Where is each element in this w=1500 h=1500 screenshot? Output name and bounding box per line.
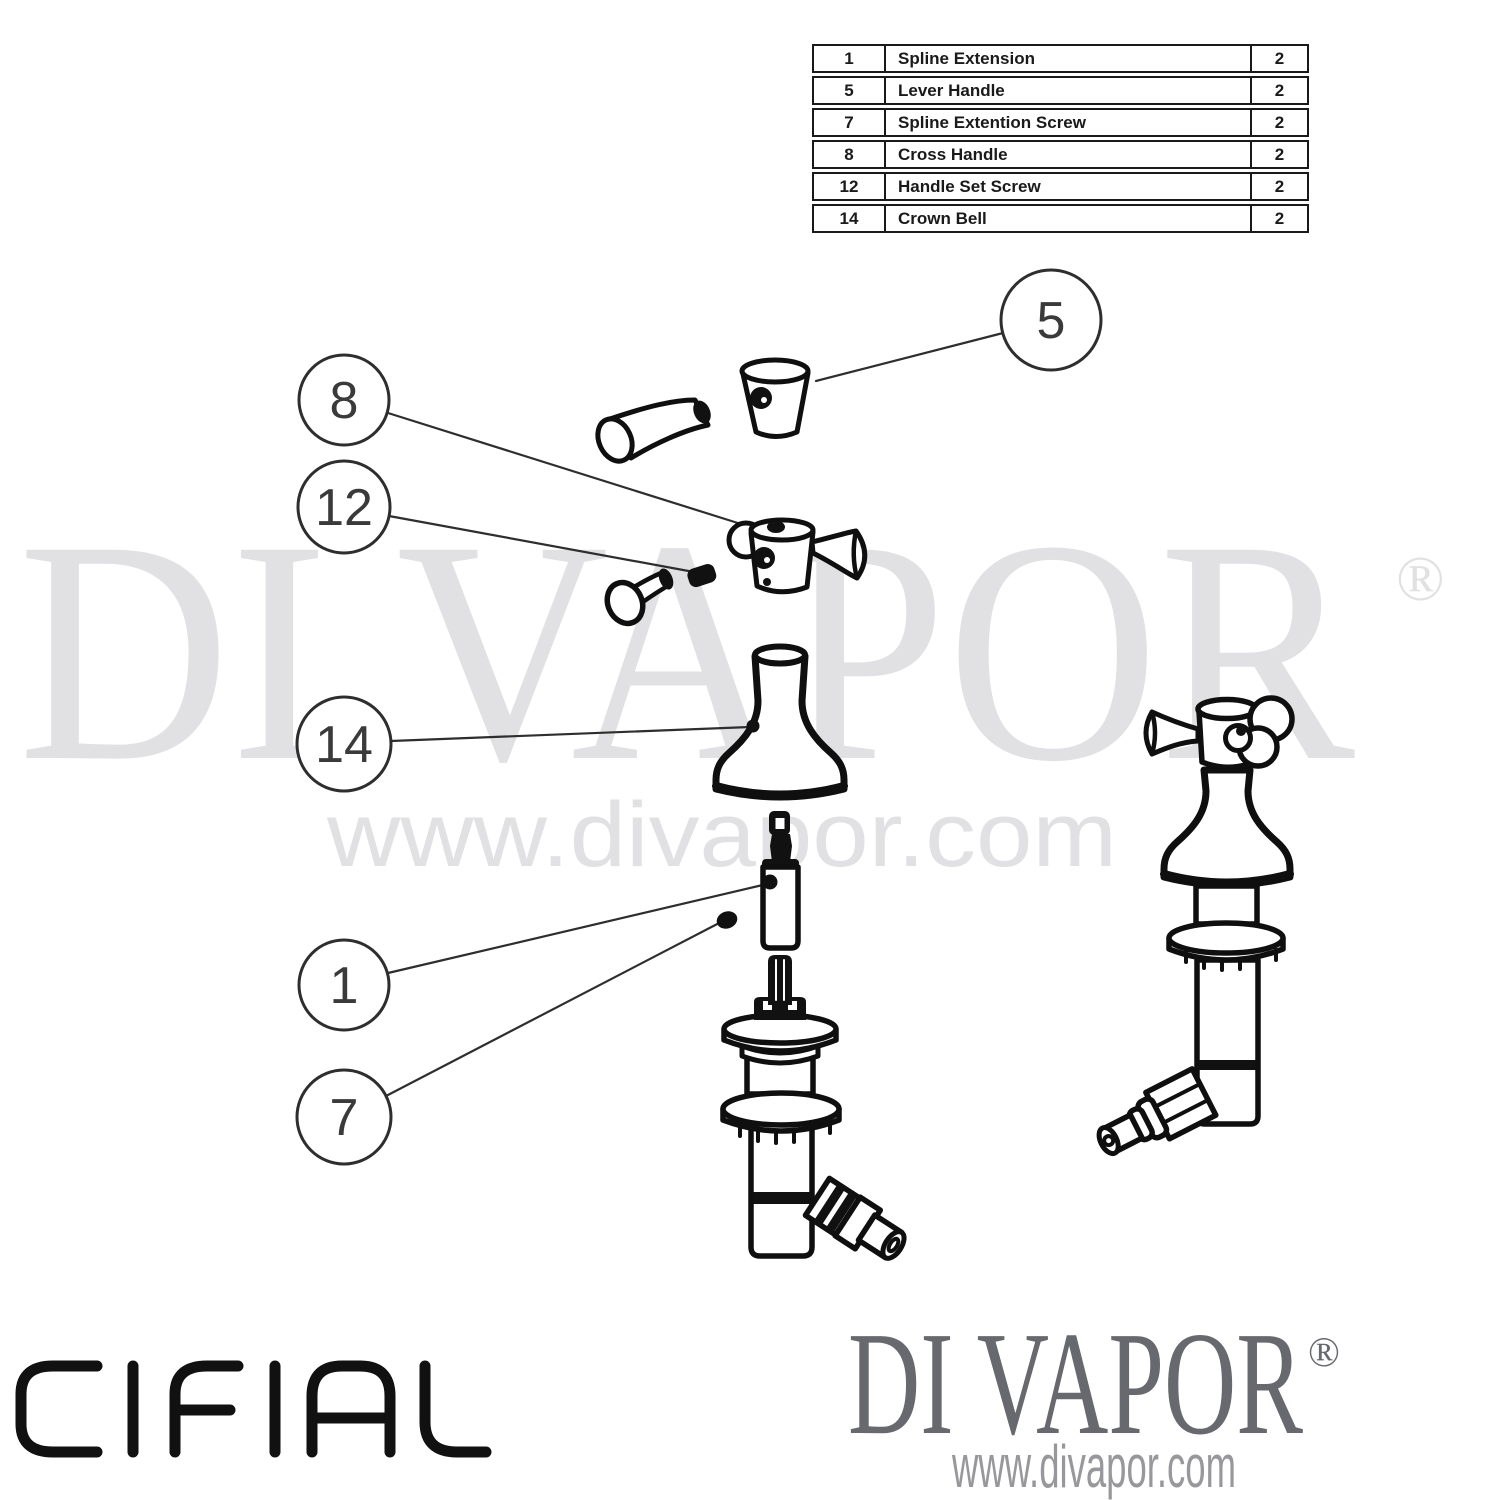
callout-circle-14 <box>295 695 393 793</box>
part-number-cell: 8 <box>814 142 886 167</box>
part-number-cell: 5 <box>814 78 886 103</box>
handle-set-screw <box>687 563 717 588</box>
callout-label-12: 12 <box>315 479 373 537</box>
callout-circle-5 <box>999 268 1103 372</box>
ring-notches <box>738 1121 832 1145</box>
leader-5 <box>814 331 1005 383</box>
assembled-inlet <box>1096 1066 1219 1157</box>
parts-table: 1 Spline Extension 2 5 Lever Handle 2 7 … <box>812 44 1309 236</box>
part-name-cell: Handle Set Screw <box>886 174 1252 199</box>
footer-registered-icon: ® <box>1308 1330 1340 1376</box>
part-number-cell: 1 <box>814 46 886 71</box>
part-name-cell: Spline Extention Screw <box>886 110 1252 135</box>
spline-extension <box>760 811 801 951</box>
callout-label-7: 7 <box>330 1089 359 1147</box>
spline-extension-screw <box>716 911 738 929</box>
table-row: 7 Spline Extention Screw 2 <box>812 108 1309 137</box>
callout-label-1: 1 <box>330 957 359 1015</box>
part-qty-cell: 2 <box>1274 144 1285 164</box>
watermark-brand-text: DI VAPOR <box>18 475 1356 827</box>
callout-label-5: 5 <box>1037 292 1066 350</box>
lever-handle-base <box>739 357 811 439</box>
callout-circle-8 <box>297 353 391 447</box>
leader-1 <box>386 882 769 975</box>
cross-handle <box>726 517 868 595</box>
callout-circle-12 <box>296 459 392 555</box>
callout-label-8: 8 <box>330 372 359 430</box>
callout-circle-7 <box>295 1068 393 1166</box>
cifial-logo: CIFIAL <box>15 1360 492 1458</box>
assembled-valve-unit <box>1096 695 1295 1157</box>
part-qty-cell: 2 <box>1274 112 1285 132</box>
part-number-cell: 12 <box>814 174 886 199</box>
part-qty-cell: 2 <box>1274 208 1285 228</box>
table-row: 5 Lever Handle 2 <box>812 76 1309 105</box>
part-number-cell: 14 <box>814 206 886 231</box>
watermark-registered-icon: ® <box>1396 543 1445 614</box>
part-qty-cell: 2 <box>1274 80 1285 100</box>
part-name-cell: Spline Extension <box>886 46 1252 71</box>
part-name-cell: Crown Bell <box>886 206 1252 231</box>
leader-12 <box>387 514 696 574</box>
crown-bell <box>712 643 848 801</box>
leader-7 <box>384 919 725 1098</box>
cifial-logo-letters <box>15 1360 492 1458</box>
watermark-website-text: www.divapor.com <box>326 784 1117 886</box>
table-row: 12 Handle Set Screw 2 <box>812 172 1309 201</box>
table-row: 14 Crown Bell 2 <box>812 204 1309 233</box>
callout-label-14: 14 <box>315 716 373 774</box>
part-qty-cell: 2 <box>1274 176 1285 196</box>
part-name-cell: Cross Handle <box>886 142 1252 167</box>
assembled-ring-notches <box>1184 948 1278 972</box>
leader-8 <box>386 411 743 526</box>
leader-lines <box>384 331 1005 1098</box>
callout-circle-1 <box>297 938 391 1032</box>
table-row: 1 Spline Extension 2 <box>812 44 1309 73</box>
table-row: 8 Cross Handle 2 <box>812 140 1309 169</box>
footer-website-text: www.divapor.com <box>951 1433 1236 1500</box>
valve-cartridge <box>720 955 907 1261</box>
part-number-cell: 7 <box>814 110 886 135</box>
valve-outlet <box>802 1175 907 1261</box>
footer-brand-text: DI VAPOR <box>848 1302 1303 1466</box>
part-name-cell: Lever Handle <box>886 78 1252 103</box>
callout-balloons: 5 8 12 14 1 7 <box>295 268 1103 1166</box>
part-qty-cell: 2 <box>1274 48 1285 68</box>
handle-screw <box>604 568 674 627</box>
leader-14 <box>389 725 752 743</box>
lever-handle-rod <box>595 397 711 464</box>
